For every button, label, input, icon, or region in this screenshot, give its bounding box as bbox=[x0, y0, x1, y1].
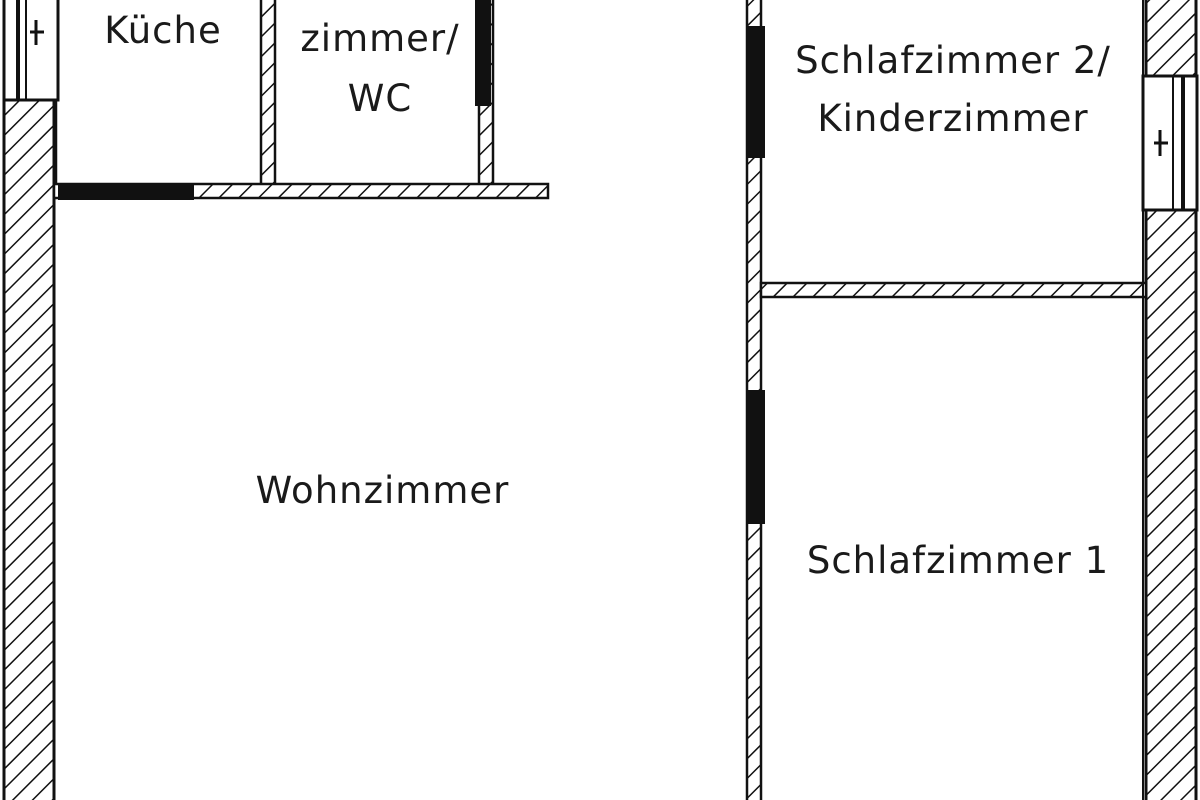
wall-left bbox=[2, 98, 56, 800]
door-bath bbox=[475, 0, 491, 106]
room-label-bedroom1: Schlafzimmer 1 bbox=[806, 539, 1110, 582]
room-label-living: Wohnzimmer bbox=[255, 469, 510, 512]
room-label-kitchen: Küche bbox=[104, 9, 222, 52]
room-label-bath-line2: WC bbox=[347, 77, 413, 120]
door-bedroom1 bbox=[747, 390, 765, 524]
room-label-bath-line1: zimmer/ bbox=[300, 17, 460, 60]
window-right bbox=[1141, 74, 1199, 212]
room-label-bedroom2-line2: Kinderzimmer bbox=[817, 97, 1089, 140]
door-kitchen bbox=[58, 184, 194, 200]
wall-bedroom-divider bbox=[759, 281, 1148, 299]
door-bedroom2 bbox=[747, 26, 765, 158]
window-top-left bbox=[2, 0, 60, 102]
room-label-bedroom2-line1: Schlafzimmer 2/ bbox=[795, 39, 1111, 82]
